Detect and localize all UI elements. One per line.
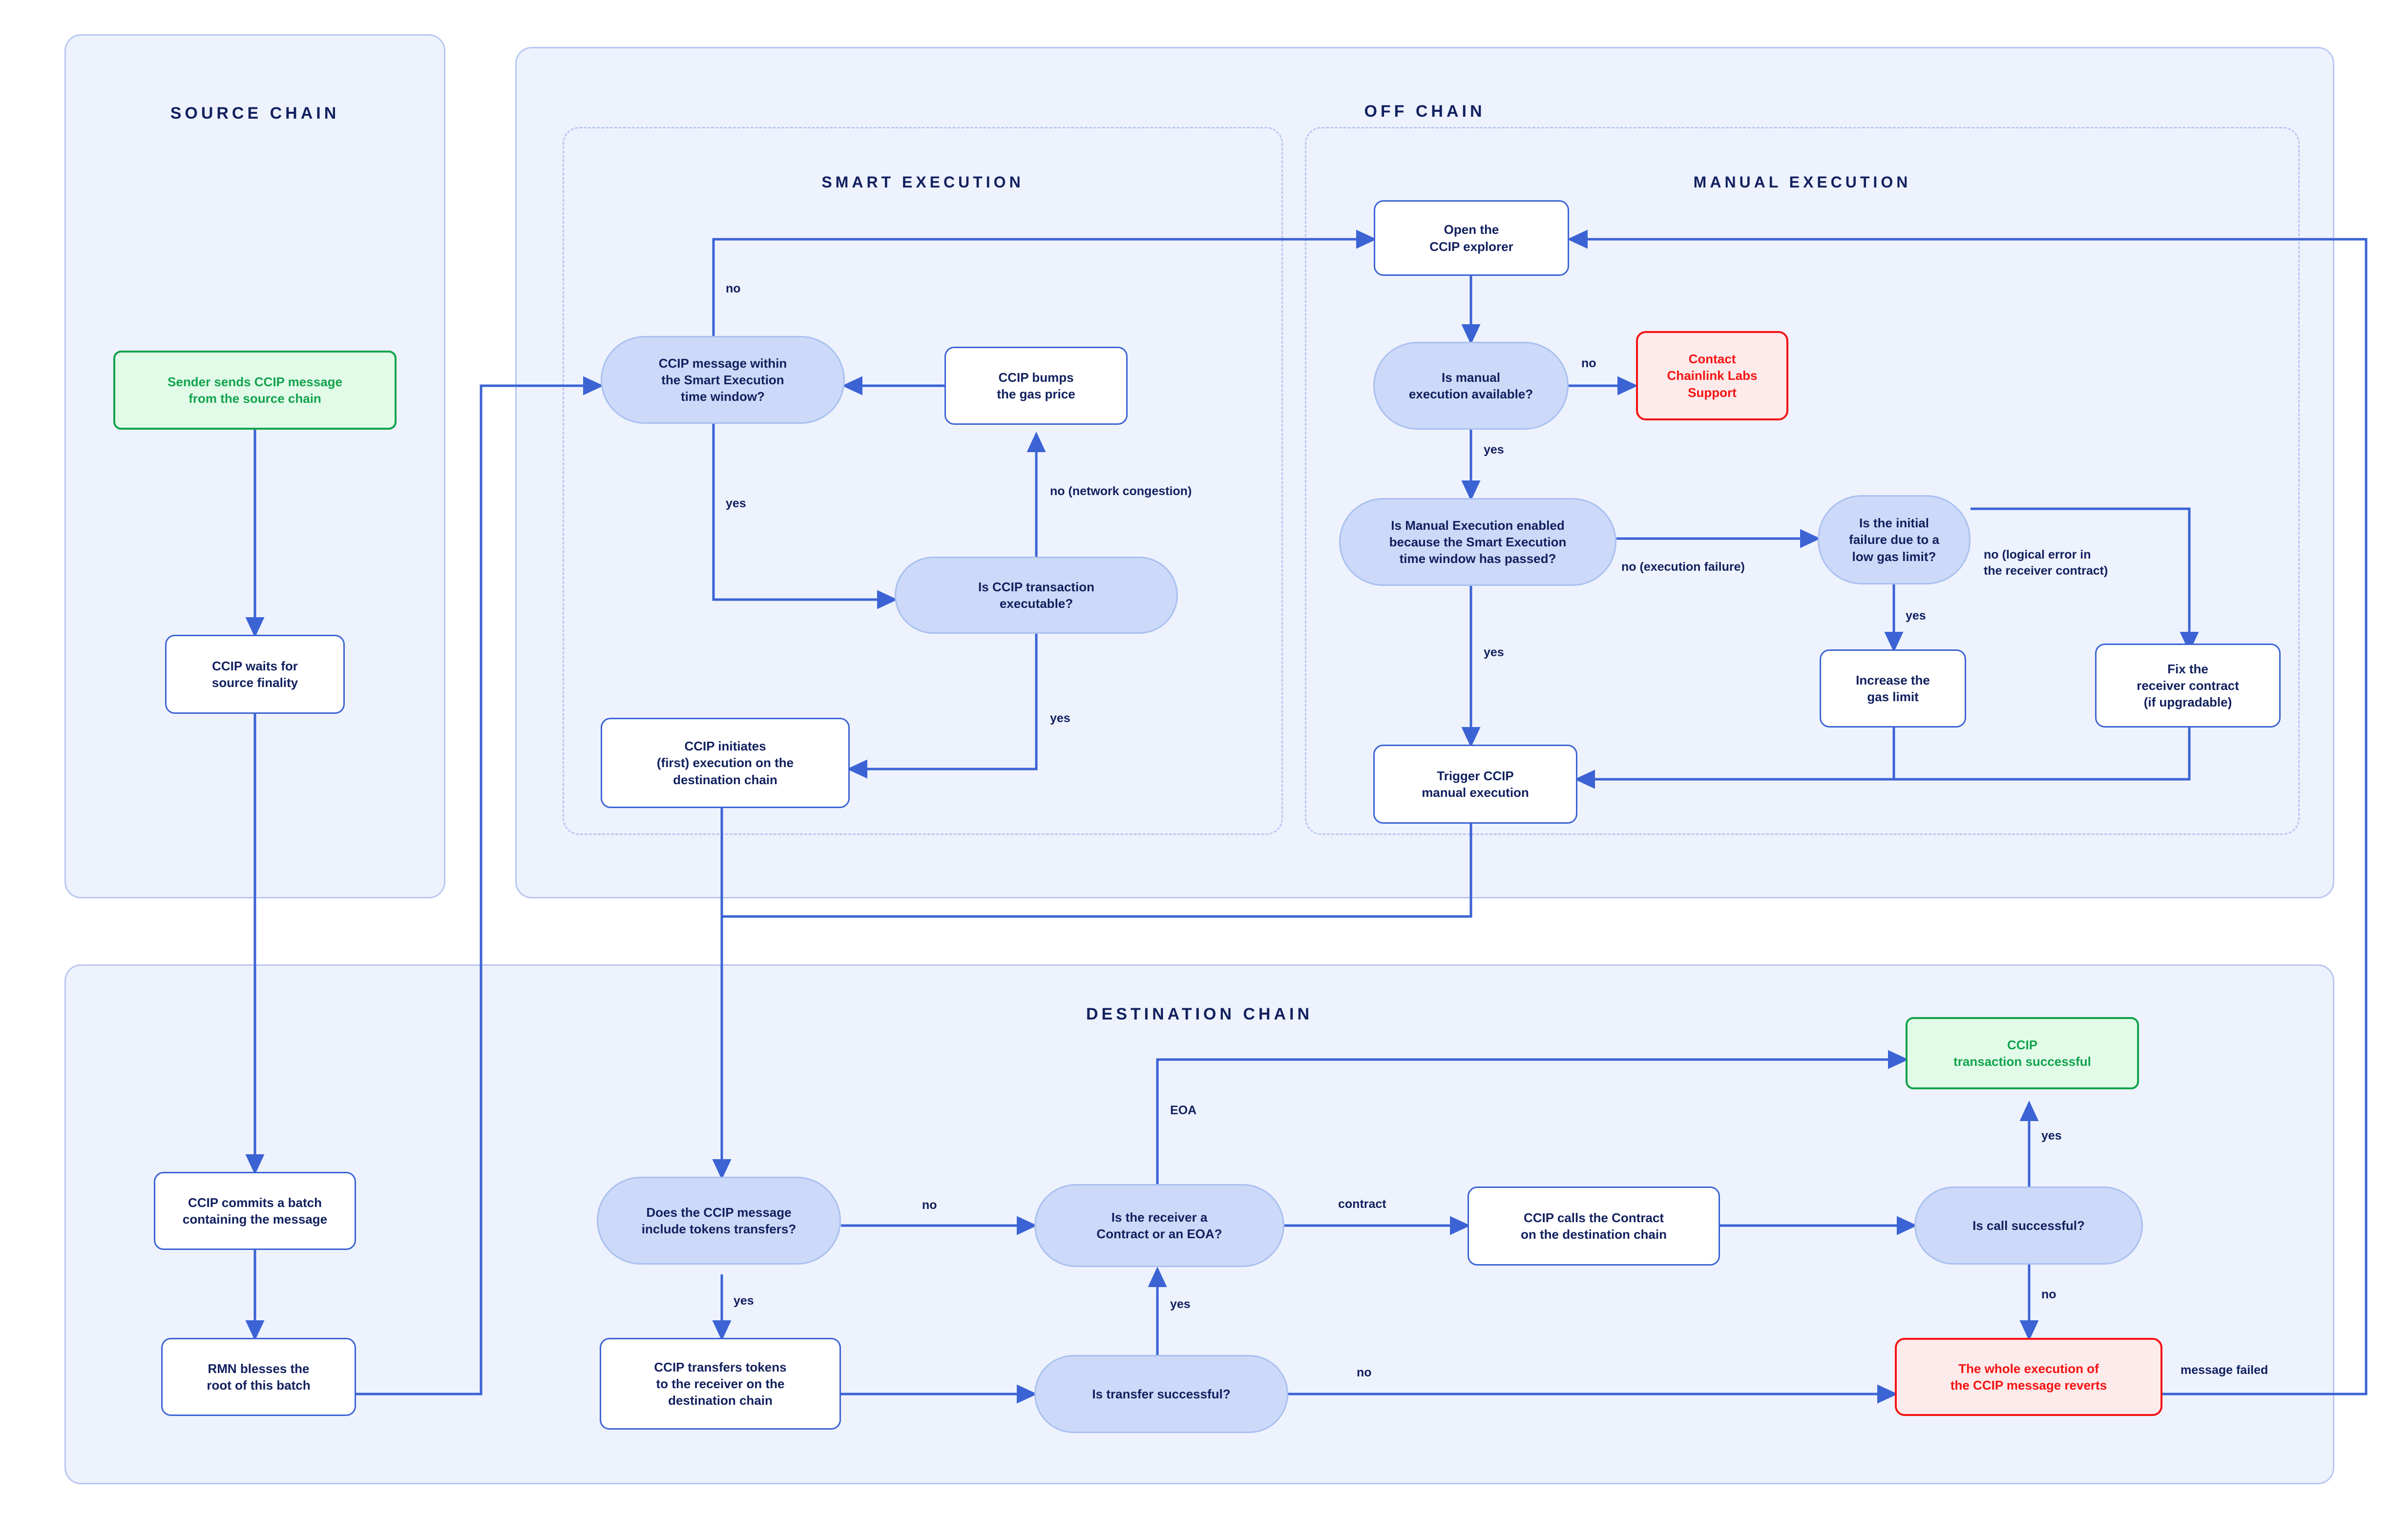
node-ccip-initiates-execution[interactable]: CCIP initiates (first) execution on the … <box>601 718 850 808</box>
node-sender-sends-message[interactable]: Sender sends CCIP message from the sourc… <box>113 351 397 430</box>
node-ccip-transfers-tokens[interactable]: CCIP transfers tokens to the receiver on… <box>600 1338 841 1430</box>
node-is-transfer-successful[interactable]: Is transfer successful? <box>1034 1355 1288 1433</box>
node-is-receiver-contract-or-eoa[interactable]: Is the receiver a Contract or an EOA? <box>1034 1184 1284 1267</box>
edge-label-manual-available-yes: yes <box>1484 443 1504 457</box>
panel-manual-execution: MANUAL EXECUTION <box>1305 127 2300 835</box>
edge-label-call-yes: yes <box>2041 1129 2062 1143</box>
edge-gaslimit-to-trigger <box>1574 728 1895 789</box>
panel-source-chain-title: SOURCE CHAIN <box>170 104 340 123</box>
edge-exec-yes-to-initiates <box>846 634 1038 779</box>
edge-messagefailed-to-explorer <box>1567 229 2368 1395</box>
node-ccip-bumps-gas-price[interactable]: CCIP bumps the gas price <box>944 347 1128 425</box>
node-is-manual-execution-available[interactable]: Is manual execution available? <box>1373 342 1569 430</box>
panel-off-chain-title: OFF CHAIN <box>1364 102 1486 121</box>
edge-label-receiver-eoa: EOA <box>1170 1103 1197 1117</box>
edge-label-executable-no-congestion: no (network congestion) <box>1050 484 1192 498</box>
edge-receiver-eoa-to-success <box>1156 1050 1909 1186</box>
panel-destination-chain-title: DESTINATION CHAIN <box>1086 1005 1313 1023</box>
node-ccip-waits-finality[interactable]: CCIP waits for source finality <box>165 635 345 714</box>
edge-window-yes-to-exec <box>712 424 898 609</box>
node-is-call-successful[interactable]: Is call successful? <box>1914 1186 2143 1265</box>
edge-label-message-failed: message failed <box>2181 1363 2268 1377</box>
panel-smart-execution: SMART EXECUTION <box>563 127 1283 835</box>
node-does-message-include-tokens[interactable]: Does the CCIP message include tokens tra… <box>597 1177 841 1265</box>
node-execution-reverts[interactable]: The whole execution of the CCIP message … <box>1895 1338 2162 1416</box>
node-within-smart-execution-window[interactable]: CCIP message within the Smart Execution … <box>601 336 845 424</box>
panel-manual-execution-title: MANUAL EXECUTION <box>1693 173 1911 191</box>
node-contact-chainlink-labs-support[interactable]: Contact Chainlink Labs Support <box>1636 331 1788 420</box>
panel-smart-execution-title: SMART EXECUTION <box>821 173 1024 191</box>
edge-label-call-no: no <box>2041 1288 2056 1301</box>
edge-label-tokens-no: no <box>922 1198 937 1212</box>
node-fix-receiver-contract[interactable]: Fix the receiver contract (if upgradable… <box>2095 644 2281 728</box>
edge-label-transfer-yes: yes <box>1170 1297 1191 1311</box>
edge-failure-no-to-fix <box>1971 507 2199 653</box>
node-ccip-calls-contract[interactable]: CCIP calls the Contract on the destinati… <box>1468 1186 1720 1266</box>
edge-label-gas-limit-yes: yes <box>1906 609 1926 623</box>
node-is-manual-execution-enabled[interactable]: Is Manual Execution enabled because the … <box>1339 498 1616 586</box>
node-open-ccip-explorer[interactable]: Open the CCIP explorer <box>1374 200 1569 276</box>
node-ccip-commits-batch[interactable]: CCIP commits a batch containing the mess… <box>154 1172 356 1250</box>
edge-label-receiver-contract: contract <box>1338 1197 1386 1211</box>
edge-label-manual-enabled-yes: yes <box>1484 645 1504 659</box>
edge-window-no-to-explorer <box>712 229 1377 348</box>
edge-fix-to-trigger <box>1574 728 2191 789</box>
node-trigger-ccip-manual-execution[interactable]: Trigger CCIP manual execution <box>1373 745 1577 824</box>
edge-rmn-to-window <box>356 376 604 1395</box>
edge-label-window-yes: yes <box>726 497 746 510</box>
node-rmn-blesses-root[interactable]: RMN blesses the root of this batch <box>161 1338 356 1416</box>
edge-label-manual-enabled-no: no (execution failure) <box>1621 560 1745 574</box>
edge-label-window-no: no <box>726 282 741 295</box>
edge-label-transfer-no: no <box>1357 1366 1372 1379</box>
node-is-ccip-transaction-executable[interactable]: Is CCIP transaction executable? <box>895 557 1178 634</box>
node-increase-gas-limit[interactable]: Increase the gas limit <box>1820 649 1966 728</box>
node-is-initial-failure-low-gas[interactable]: Is the initial failure due to a low gas … <box>1818 495 1971 584</box>
edge-label-tokens-yes: yes <box>734 1294 754 1308</box>
edge-label-executable-yes: yes <box>1050 711 1070 725</box>
edge-trigger-to-destination <box>712 790 1472 1180</box>
node-ccip-transaction-successful[interactable]: CCIP transaction successful <box>1906 1017 2139 1089</box>
edge-label-gas-limit-no: no (logical error in the receiver contra… <box>1984 548 2108 578</box>
edge-label-manual-available-no: no <box>1581 356 1596 370</box>
